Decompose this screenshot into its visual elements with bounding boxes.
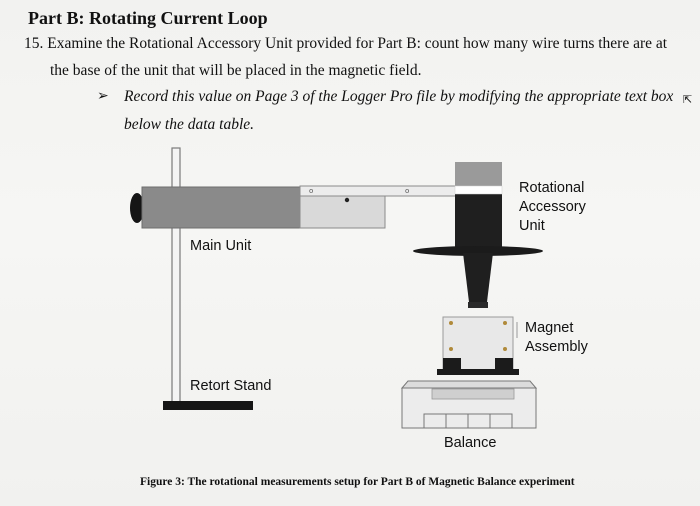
label-magnet-assembly: Magnet Assembly (525, 320, 588, 355)
figure-caption: Figure 3: The rotational measurements se… (140, 476, 575, 488)
magnet-screw (503, 347, 507, 351)
magnet-base (437, 369, 519, 375)
instruction-text-line-1: Record this value on Page 3 of the Logge… (124, 88, 674, 105)
rotational-unit-clamp (454, 185, 503, 195)
rotational-unit-disc (413, 246, 543, 256)
cursor-icon: ⇱ (683, 93, 693, 106)
magnet-screw (503, 321, 507, 325)
balance-top-plate (400, 380, 538, 389)
main-unit-body (141, 186, 303, 229)
arrow-bullet-icon: ➢ (97, 88, 109, 104)
main-unit-knob (130, 193, 144, 223)
magnet-right-pole (495, 358, 513, 372)
instruction-text-line-2: below the data table. (124, 116, 255, 133)
label-main-unit: Main Unit (190, 238, 252, 254)
retort-stand-rod (171, 147, 181, 404)
retort-stand-base (163, 401, 253, 410)
magnet-screw (449, 347, 453, 351)
rotational-unit-tip (468, 302, 488, 308)
svg-text:o: o (309, 187, 313, 195)
section-heading: Part B: Rotating Current Loop (28, 8, 268, 28)
balance-display (431, 388, 515, 400)
magnet-screw (449, 321, 453, 325)
main-unit-extension (299, 191, 386, 229)
beam-arm (299, 185, 458, 197)
label-rotational-accessory-unit: Rotational Accessory Unit (519, 180, 586, 234)
rotational-unit-body (455, 186, 502, 250)
label-retort-stand: Retort Stand (190, 378, 272, 394)
svg-text:o: o (405, 187, 409, 195)
question-text-line-2: the base of the unit that will be placed… (50, 62, 422, 79)
rotational-unit-top (455, 162, 502, 186)
magnet-left-pole (443, 358, 461, 372)
question-text-line-1: 15. Examine the Rotational Accessory Uni… (24, 35, 668, 52)
extension-dot (344, 197, 350, 203)
label-balance: Balance (444, 435, 497, 451)
rotational-unit-cone (463, 253, 493, 302)
